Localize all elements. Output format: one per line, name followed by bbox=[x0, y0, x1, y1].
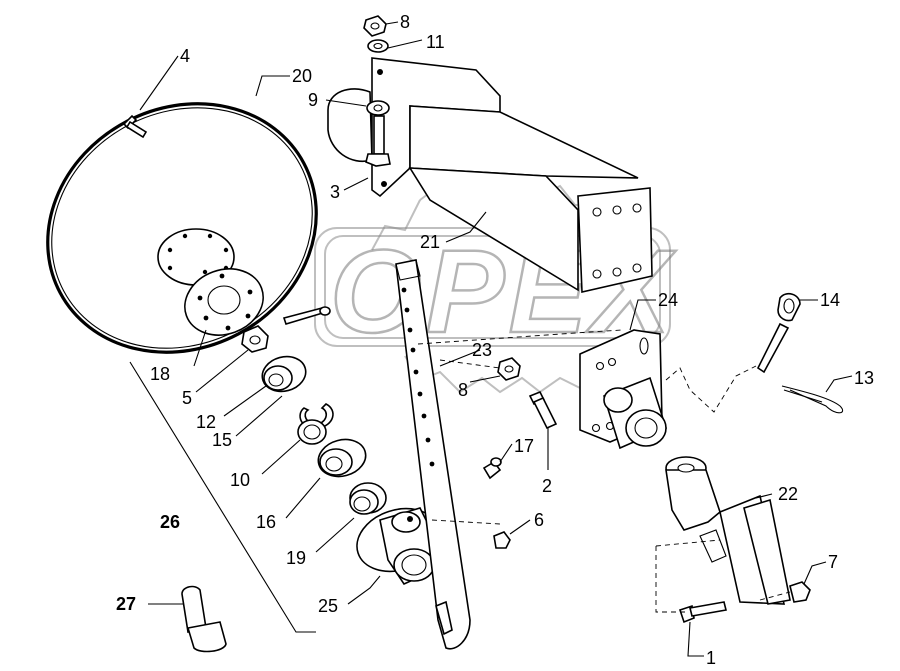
bearing-part-16 bbox=[317, 438, 367, 478]
callout-15: 15 bbox=[212, 430, 232, 450]
callout-12: 12 bbox=[196, 412, 216, 432]
bracket-part-24 bbox=[579, 329, 667, 450]
callout-18: 18 bbox=[150, 364, 170, 384]
callout-9: 9 bbox=[308, 90, 318, 110]
nut-part-6 bbox=[493, 531, 511, 549]
nut-part-7 bbox=[789, 581, 811, 603]
callout-2: 2 bbox=[542, 476, 552, 496]
split-pin bbox=[282, 306, 331, 325]
plug-part-27 bbox=[181, 585, 227, 653]
pin-part-14 bbox=[756, 292, 801, 374]
callout-17: 17 bbox=[514, 436, 534, 456]
clevis-part-22 bbox=[665, 456, 791, 605]
callout-26: 26 bbox=[160, 512, 180, 532]
nut-part-8-mid bbox=[497, 357, 521, 381]
callout-numbers: 4 20 8 11 9 3 21 24 14 13 23 8 17 2 6 22… bbox=[116, 12, 874, 668]
callout-22: 22 bbox=[778, 484, 798, 504]
leader-lines bbox=[139, 21, 853, 657]
callout-4: 4 bbox=[180, 46, 190, 66]
callout-16: 16 bbox=[256, 512, 276, 532]
nut-part-5 bbox=[241, 325, 269, 353]
bolt-part-1 bbox=[678, 601, 727, 624]
callout-7: 7 bbox=[828, 552, 838, 572]
arm-part-21 bbox=[327, 57, 653, 293]
callout-3: 3 bbox=[330, 182, 340, 202]
clip-part-13 bbox=[781, 385, 844, 414]
seal-part-10 bbox=[297, 419, 327, 445]
callout-13: 13 bbox=[854, 368, 874, 388]
callout-6: 6 bbox=[534, 510, 544, 530]
disc-part-20 bbox=[46, 102, 318, 354]
callout-25: 25 bbox=[318, 596, 338, 616]
flange-part-18 bbox=[184, 268, 264, 336]
bolt-part-4 bbox=[122, 114, 148, 139]
bolt-part-2 bbox=[528, 390, 558, 430]
seal-part-19 bbox=[349, 482, 387, 515]
callout-27: 27 bbox=[116, 594, 136, 614]
washer-part-9 bbox=[366, 100, 390, 116]
bolt-part-3 bbox=[365, 115, 391, 167]
nut-part-8-top bbox=[363, 15, 387, 37]
callout-14: 14 bbox=[820, 290, 840, 310]
bearing-part-12 bbox=[261, 355, 307, 393]
callout-11: 11 bbox=[426, 32, 445, 52]
callout-23: 23 bbox=[472, 340, 492, 360]
callout-1: 1 bbox=[706, 648, 716, 668]
callout-8-top: 8 bbox=[400, 12, 410, 32]
pole-part-23 bbox=[395, 259, 471, 650]
assembly-26-bracket bbox=[129, 361, 316, 633]
callout-19: 19 bbox=[286, 548, 306, 568]
grease-nipple-part-17 bbox=[482, 457, 502, 480]
callout-8-mid: 8 bbox=[458, 380, 468, 400]
hub-part-25 bbox=[356, 507, 440, 586]
callout-21: 21 bbox=[420, 232, 440, 252]
callout-5: 5 bbox=[182, 388, 192, 408]
assembly-dashed-lines bbox=[417, 329, 791, 613]
washer-part-11 bbox=[367, 39, 389, 53]
callout-20: 20 bbox=[292, 66, 312, 86]
callout-10: 10 bbox=[230, 470, 250, 490]
callout-24: 24 bbox=[658, 290, 678, 310]
